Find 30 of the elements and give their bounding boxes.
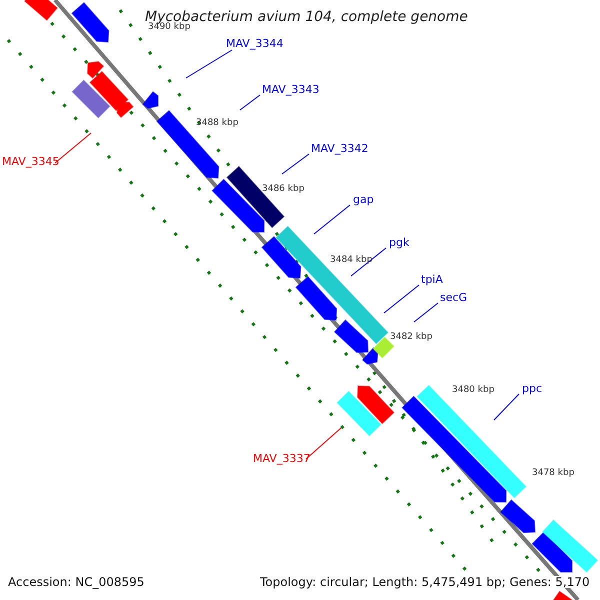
accession-text: Accession: NC_008595 <box>8 576 144 588</box>
scale-label: 3482 kbp <box>390 333 432 342</box>
gene-label: MAV_3343 <box>262 84 320 95</box>
leader-line <box>414 302 438 322</box>
gene-label: gap <box>353 194 374 205</box>
gene-label: tpiA <box>421 274 443 285</box>
leader-line <box>282 154 310 174</box>
leader-line <box>306 428 342 460</box>
gene-label: pgk <box>389 237 410 248</box>
leader-line <box>186 50 232 78</box>
leader-line <box>384 284 420 314</box>
leader-line <box>494 394 520 420</box>
leader-line <box>54 132 92 164</box>
gene-label: secG <box>440 292 468 303</box>
gene-label: MAV_3342 <box>311 143 368 154</box>
gene-label: MAV_3337 <box>253 453 310 464</box>
scale-label: 3490 kbp <box>148 23 190 32</box>
scale-label: 3478 kbp <box>532 469 574 478</box>
leader-line <box>350 248 386 276</box>
scale-label: 3480 kbp <box>452 386 494 395</box>
scale-label: 3488 kbp <box>196 119 238 128</box>
title: Mycobacterium avium 104, complete genome <box>145 10 468 24</box>
gene-label: MAV_3344 <box>226 38 284 49</box>
gene-label: ppc <box>522 383 542 394</box>
gene-label: MAV_3345 <box>2 156 60 167</box>
genome-info-text: Topology: circular; Length: 5,475,491 bp; Genes: 5,170 <box>260 576 590 588</box>
scale-label: 3484 kbp <box>330 256 372 265</box>
scale-label: 3486 kbp <box>262 185 304 194</box>
leader-line <box>314 204 350 234</box>
leader-line <box>240 94 260 110</box>
